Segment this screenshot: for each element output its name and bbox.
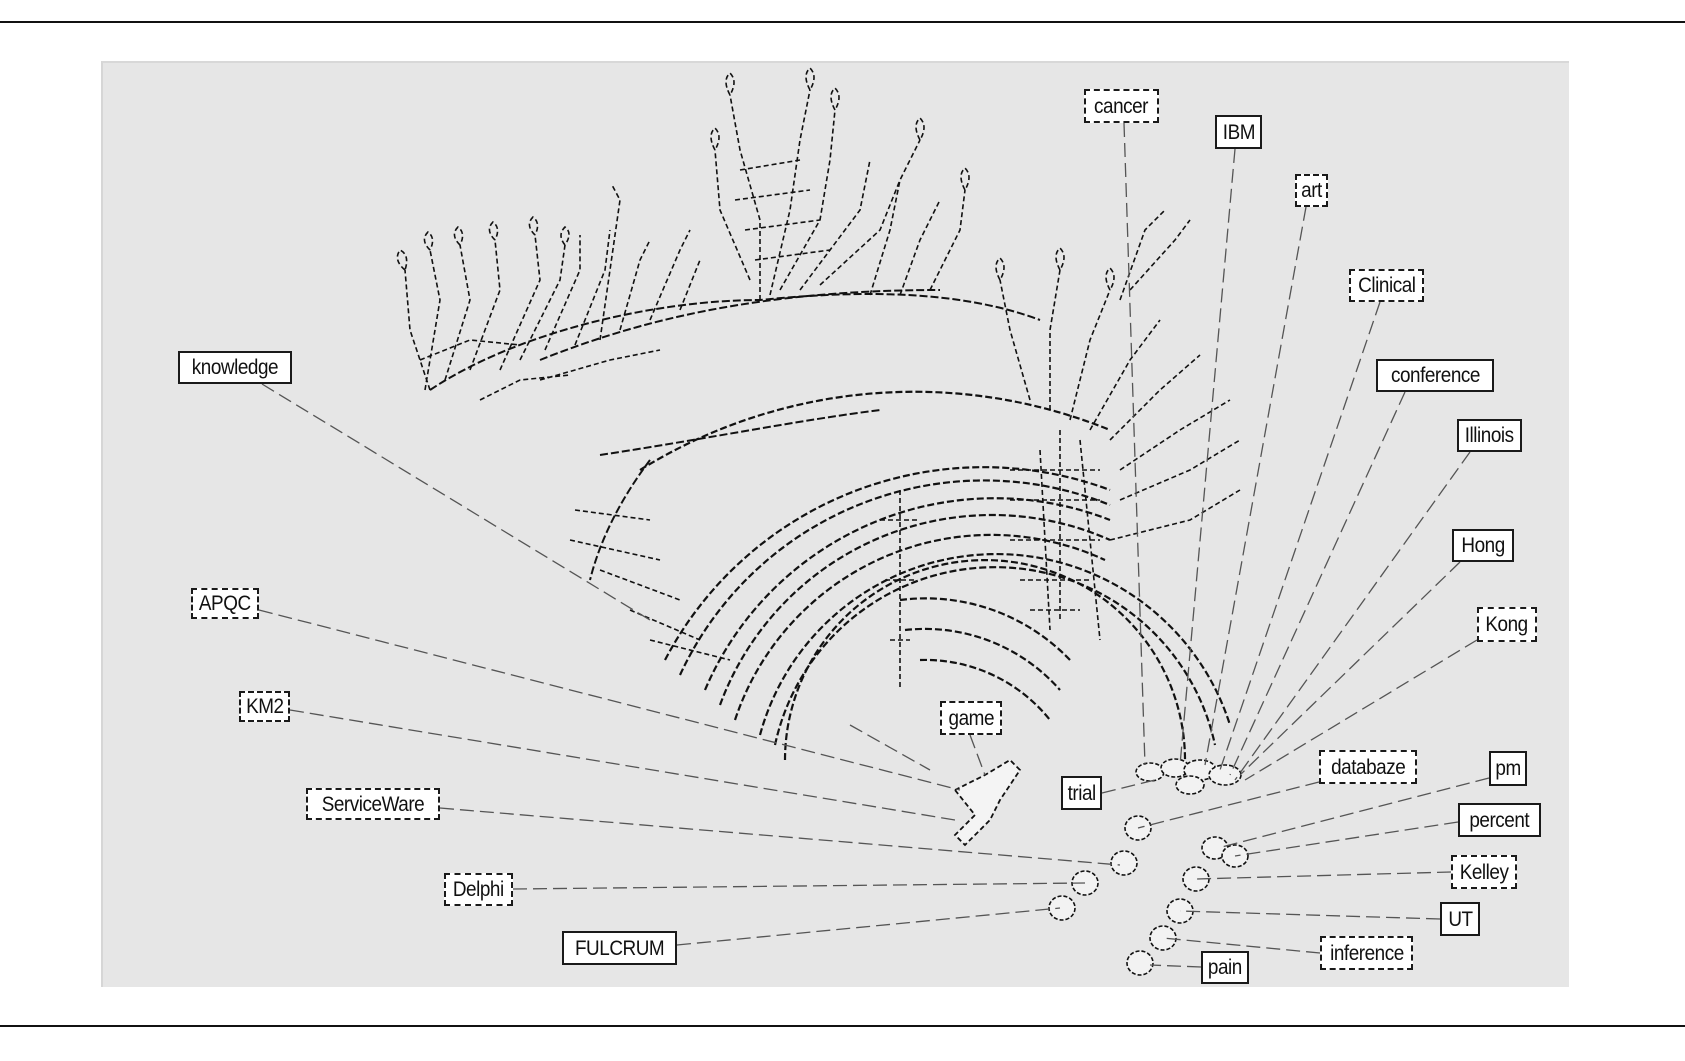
label-text: cancer — [1094, 94, 1149, 118]
label-trial: trial — [1061, 776, 1102, 810]
label-illinois: Illinois — [1457, 419, 1522, 452]
label-text: inference — [1329, 941, 1404, 965]
label-text: game — [948, 706, 994, 730]
label-text: ServiceWare — [321, 792, 425, 816]
label-kong: Kong — [1477, 607, 1537, 642]
leader-lines — [258, 122, 1490, 968]
label-percent: percent — [1458, 803, 1541, 837]
label-text: IBM — [1222, 120, 1255, 144]
label-text: UT — [1447, 907, 1473, 931]
game-cluster — [953, 758, 1022, 847]
label-ibm: IBM — [1215, 115, 1262, 149]
branch-clusters — [396, 66, 1241, 690]
label-cancer: cancer — [1084, 89, 1159, 123]
label-inference: inference — [1320, 936, 1413, 970]
label-text: APQC — [199, 592, 251, 615]
concentric-arcs — [639, 390, 1232, 761]
label-clinical: Clinical — [1349, 269, 1424, 302]
map-panel — [101, 61, 1569, 987]
label-text: pain — [1208, 956, 1242, 979]
label-databaze: databaze — [1319, 750, 1417, 784]
outer-ridge — [429, 289, 1041, 581]
label-apqc: APQC — [191, 588, 259, 619]
label-fulcrum: FULCRUM — [562, 931, 677, 965]
label-text: FULCRUM — [574, 936, 665, 960]
label-text: Kong — [1485, 613, 1529, 636]
label-text: Illinois — [1465, 424, 1514, 447]
label-art: art — [1295, 174, 1328, 207]
label-text: trial — [1067, 781, 1096, 805]
label-game: game — [940, 701, 1002, 735]
label-knowledge: knowledge — [178, 351, 292, 384]
label-pm: pm — [1489, 751, 1527, 786]
label-ut: UT — [1440, 902, 1480, 936]
label-text: percent — [1469, 808, 1530, 832]
label-text: databaze — [1330, 755, 1406, 779]
label-kelley: Kelley — [1451, 855, 1517, 889]
label-text: conference — [1390, 364, 1480, 387]
label-text: KM2 — [245, 695, 284, 718]
label-pain: pain — [1201, 951, 1249, 984]
label-km2: KM2 — [239, 691, 290, 722]
label-hong: Hong — [1452, 529, 1514, 562]
label-text: art — [1301, 179, 1322, 202]
label-text: Delphi — [453, 878, 504, 901]
label-text: pm — [1495, 757, 1521, 780]
label-delphi: Delphi — [444, 873, 513, 906]
label-text: knowledge — [191, 356, 279, 379]
label-text: Clinical — [1357, 274, 1416, 297]
bottom-rule — [0, 1025, 1685, 1027]
top-rule — [0, 21, 1685, 23]
label-text: Hong — [1461, 534, 1505, 557]
label-serviceware: ServiceWare — [306, 788, 440, 820]
label-text: Kelley — [1459, 860, 1509, 884]
label-conference: conference — [1376, 359, 1494, 392]
